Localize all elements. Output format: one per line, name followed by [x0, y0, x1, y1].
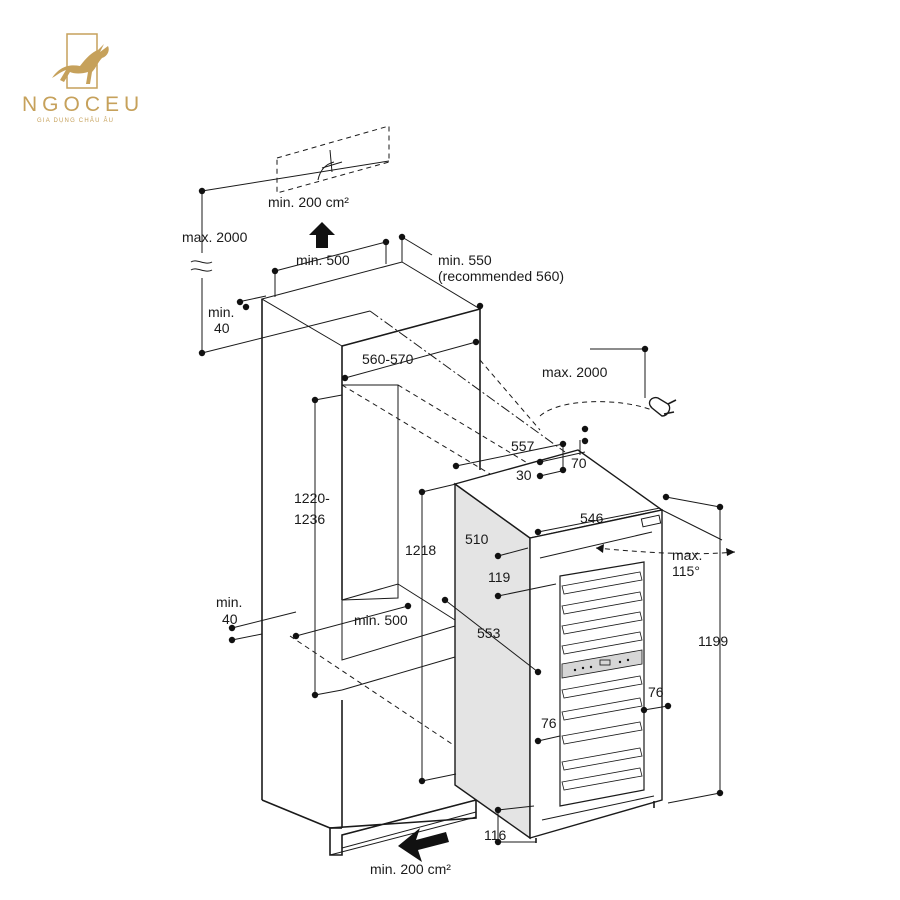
label-min-40-top-a: min.	[208, 304, 234, 320]
airflow-in-arrow-icon	[398, 828, 449, 862]
label-546: 546	[580, 510, 604, 526]
brand-name: NGOCEU	[22, 93, 144, 116]
label-recommended-560: (recommended 560)	[438, 268, 564, 284]
top-vent	[276, 125, 390, 248]
label-510: 510	[465, 531, 489, 547]
vent-grille-outline	[276, 125, 390, 194]
label-116: 116	[484, 827, 507, 843]
label-76-right: 76	[648, 684, 664, 700]
power-plug-icon	[648, 396, 677, 417]
label-min-40-bottom-b: 40	[222, 611, 238, 627]
label-1220-a: 1220-	[294, 490, 330, 506]
label-max-115-a: max.	[672, 547, 702, 563]
label-min-40-bottom-a: min.	[216, 594, 242, 610]
label-min-500-top: min. 500	[296, 252, 350, 268]
wine-shelves	[561, 571, 643, 791]
label-1199: 1199	[698, 633, 728, 649]
label-70: 70	[571, 455, 587, 471]
label-vent-top: min. 200 cm²	[268, 194, 349, 210]
label-max-115-b: 115°	[672, 563, 700, 579]
label-76-left: 76	[541, 715, 557, 731]
label-max-2000-cable: max. 2000	[542, 364, 608, 380]
label-min-550: min. 550	[438, 252, 492, 268]
label-1220-b: 1236	[294, 511, 325, 527]
label-553: 553	[477, 625, 501, 641]
label-min-40-top-b: 40	[214, 320, 230, 336]
label-max-2000-left: max. 2000	[182, 229, 248, 245]
label-557: 557	[511, 438, 535, 454]
label-1218: 1218	[405, 542, 436, 558]
cable-route	[539, 401, 653, 417]
label-119: 119	[488, 569, 511, 585]
label-min-500-bottom: min. 500	[354, 612, 408, 628]
label-vent-bottom: min. 200 cm²	[370, 861, 451, 877]
label-width-560-570: 560-570	[362, 351, 414, 367]
wine-cabinet	[453, 396, 736, 843]
deer-icon	[52, 44, 109, 84]
dimension-dots	[198, 187, 724, 846]
brand-logo: NGOCEU GIA DỤNG CHÂU ÂU	[22, 33, 144, 124]
label-30: 30	[516, 467, 532, 483]
dimension-labels: min. 200 cm² max. 2000 min. 500 min. 550…	[182, 194, 728, 877]
airflow-up-arrow-icon	[309, 222, 335, 248]
brand-tagline: GIA DỤNG CHÂU ÂU	[37, 117, 114, 124]
control-panel	[561, 649, 643, 679]
break-symbol-icon	[190, 260, 213, 272]
